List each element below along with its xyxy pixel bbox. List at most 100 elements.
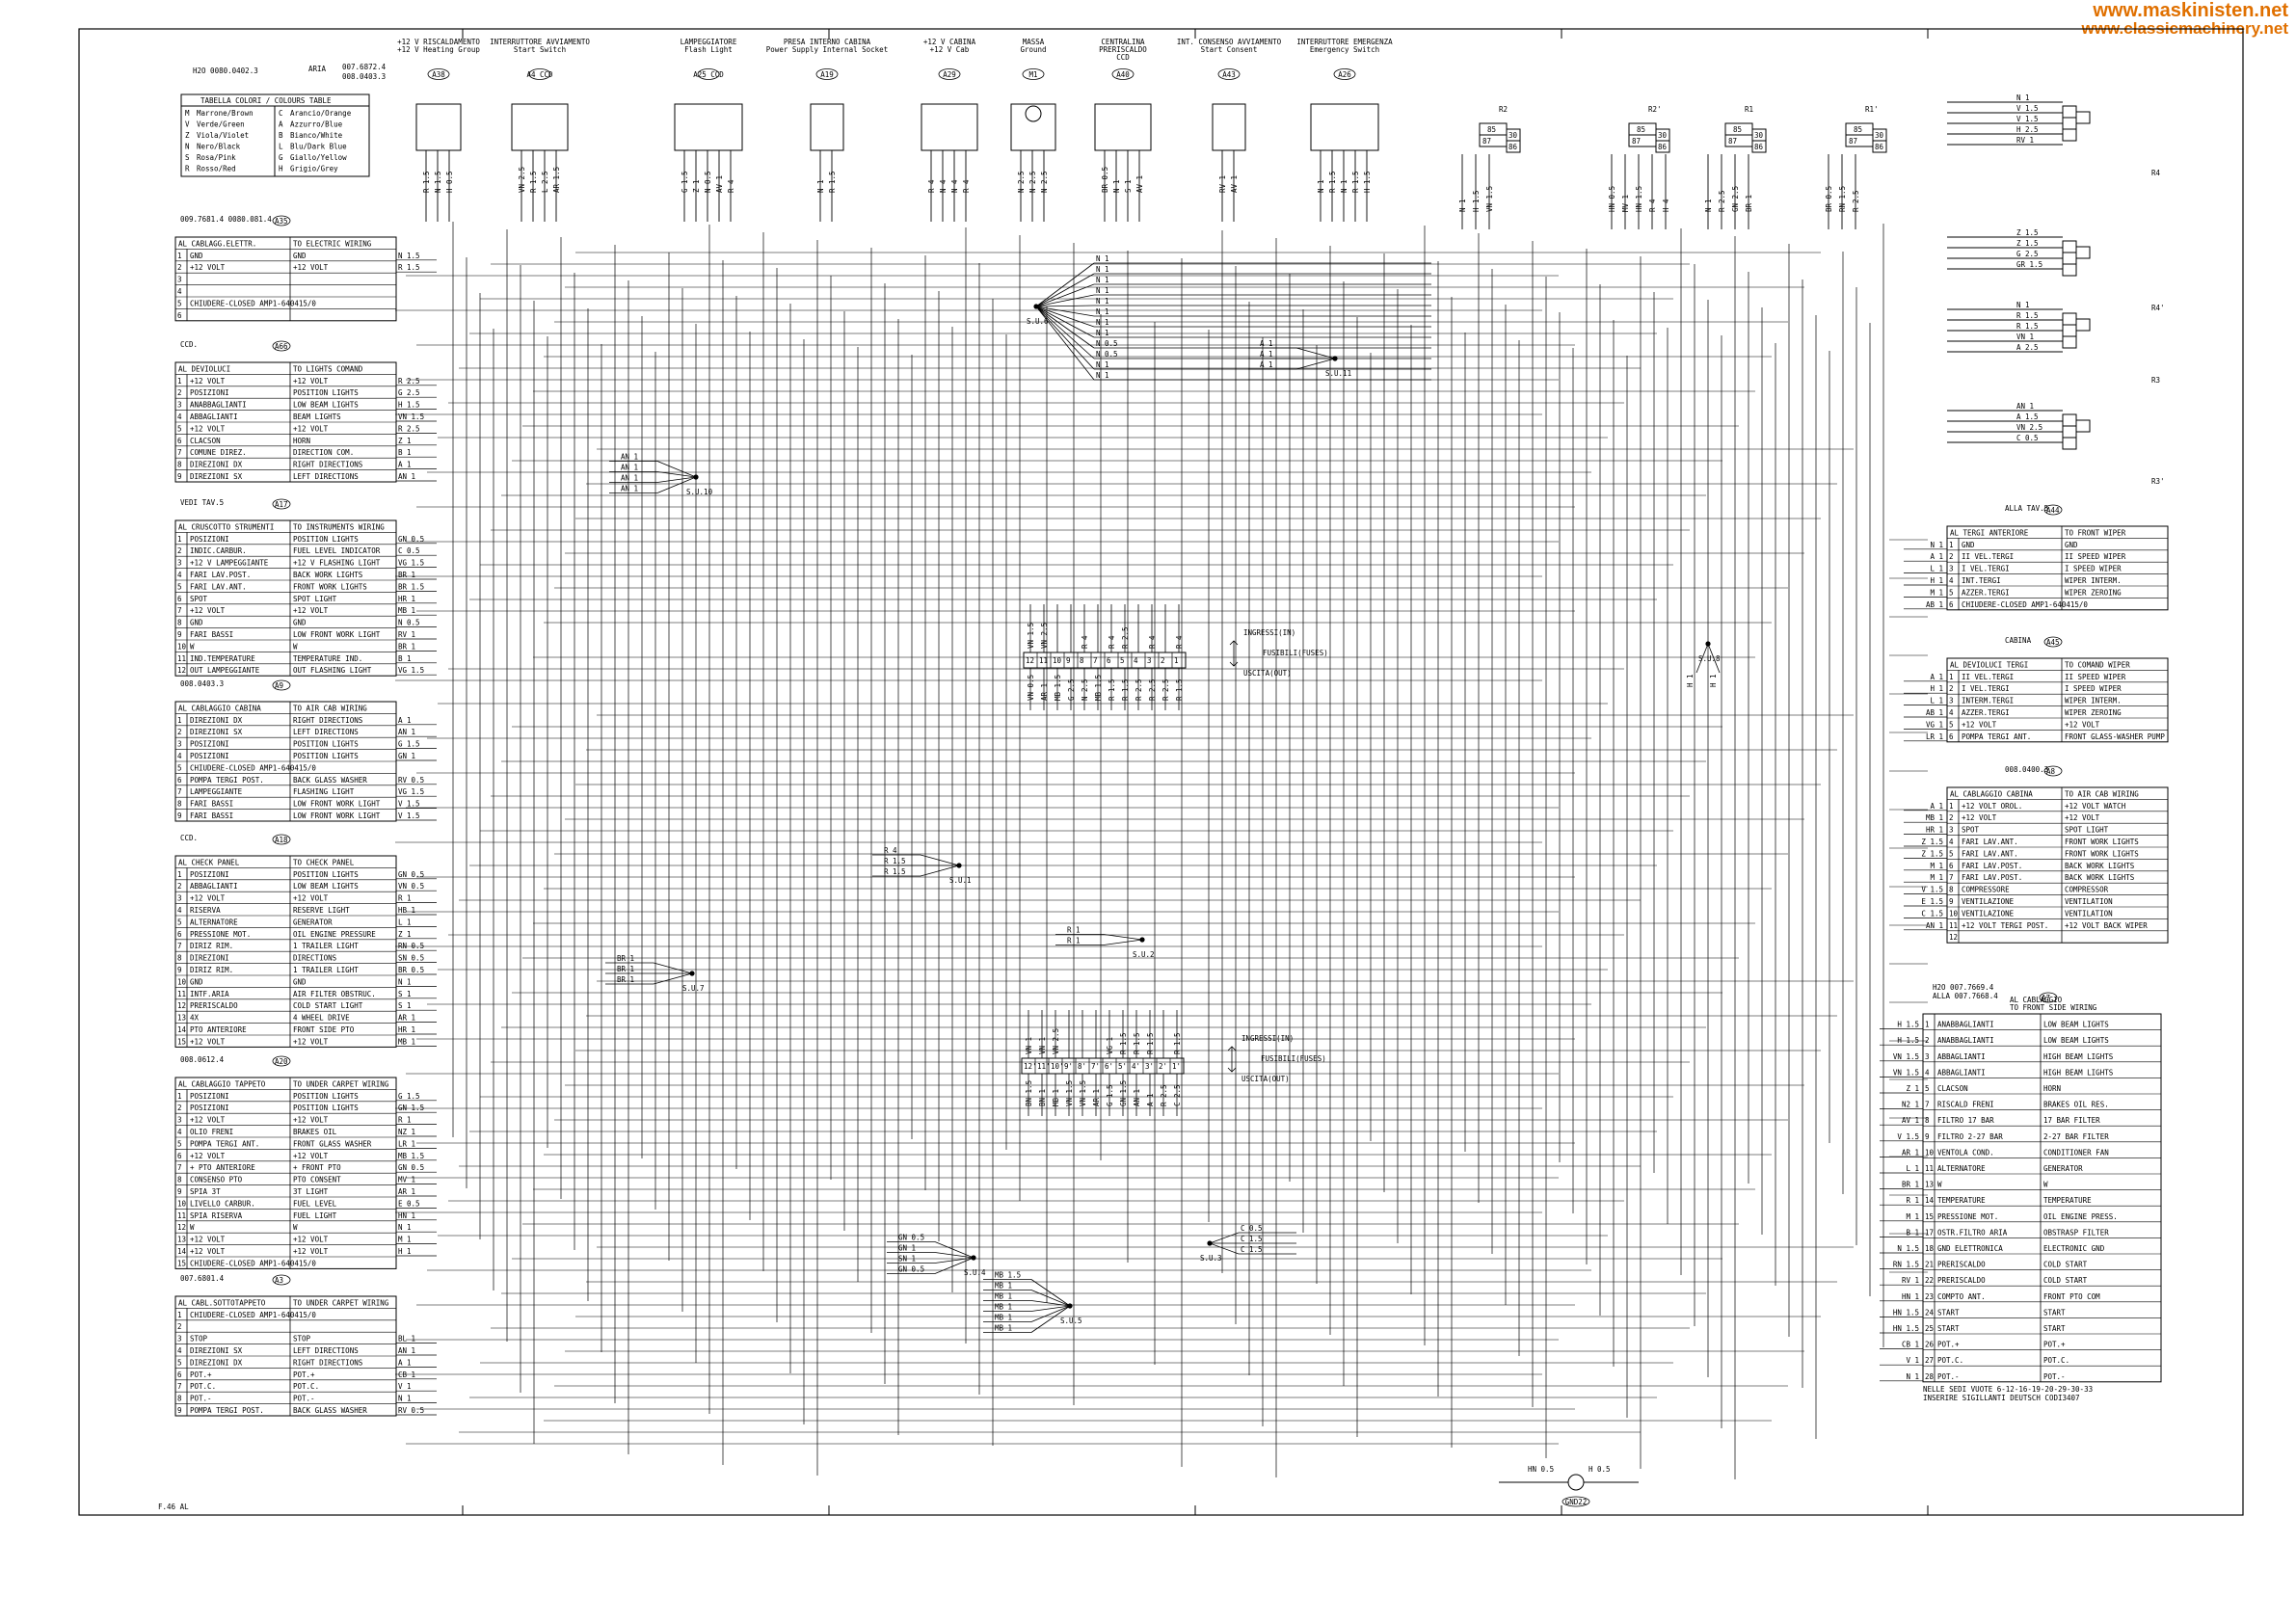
- splice-wire: [1035, 306, 1095, 359]
- pin-number: 25: [1925, 1324, 1934, 1333]
- relay-pin-num: 30: [1754, 131, 1764, 140]
- splice-wire-label: N 1: [1096, 329, 1109, 337]
- pin-wire-label: H 1.5: [1363, 171, 1372, 193]
- pin-number: 8: [1925, 1116, 1930, 1125]
- splice-wire-label: N 1: [1096, 265, 1109, 274]
- bottom-ref: GND22: [1565, 1498, 1588, 1506]
- pin-wire-label: R 2.5: [1852, 190, 1860, 212]
- pin-number: 4: [1925, 1068, 1930, 1077]
- pin-function-it: IND.TEMPERATURE: [190, 654, 255, 663]
- splice-wire: [934, 1241, 974, 1259]
- pin-function-it: AZZER.TERGI: [1962, 588, 2010, 597]
- pin-function-en: DIRECTION COM.: [293, 448, 354, 457]
- wire-label: GN 0.5: [398, 535, 424, 544]
- pin-function-en: GND: [293, 977, 307, 986]
- table-head-it: AL CABL.SOTTOTAPPETO: [178, 1298, 266, 1307]
- fuse-number: 12': [1024, 1062, 1037, 1071]
- wire-label: B 1: [398, 448, 412, 457]
- pin-function-it: +12 VOLT: [190, 606, 226, 615]
- table-ref-oval: [272, 215, 291, 226]
- pin-function-en: W: [293, 642, 298, 651]
- wire-label: RV 1: [1902, 1276, 1919, 1285]
- table-head-en: TO COMAND WIPER: [2065, 660, 2130, 669]
- table-ref-oval: [272, 340, 291, 352]
- pin-number: 2: [177, 546, 182, 555]
- pin-function-it: POSIZIONI: [190, 870, 229, 879]
- pin-function-it: FARI LAV.POST.: [1962, 862, 2022, 870]
- pin-number: 10: [177, 1199, 187, 1208]
- pin-function-en: CONDITIONER FAN: [2043, 1148, 2109, 1157]
- pin-wire-label: N 1: [1317, 179, 1325, 193]
- table-subtitle: TO FRONT SIDE WIRING: [2010, 1003, 2097, 1012]
- pin-wire-label: N 1.5: [434, 171, 442, 193]
- component-ref: A38: [432, 70, 445, 79]
- pin-function-en: RIGHT DIRECTIONS: [293, 461, 363, 469]
- pin-function-en: +12 VOLT WATCH: [2065, 802, 2126, 811]
- wire-label: LR 1: [1926, 732, 1943, 741]
- fuse-number: 2': [1159, 1062, 1167, 1071]
- pin-number: 7: [177, 942, 182, 950]
- pin-function-it: 4X: [190, 1014, 200, 1023]
- pin-function-it: POMPA TERGI ANT.: [190, 1139, 259, 1148]
- ref-oval: [1562, 1496, 1590, 1507]
- pin-wire-label: RN 1.5: [1838, 186, 1847, 212]
- pin-number: 5: [1949, 588, 1954, 597]
- pin-number: 7: [177, 1163, 182, 1172]
- pin-number: 10: [1925, 1148, 1935, 1157]
- pin-function-it: FARI LAV.POST.: [1962, 873, 2022, 882]
- wire-label: AB 1: [1926, 708, 1943, 717]
- component-ref-oval: [528, 68, 551, 80]
- pin-number: 3: [177, 740, 182, 749]
- pin-function-en: FRONT PTO COM: [2043, 1292, 2100, 1301]
- pin-wire-label: V 1.5: [2016, 104, 2039, 113]
- splice-wire-label: GN 1: [898, 1244, 916, 1253]
- table-box: [1946, 525, 2169, 611]
- pin-number: 1: [177, 1311, 182, 1319]
- pin-function-en: BRAKES OIL RES.: [2043, 1101, 2109, 1109]
- pin-number: 4: [177, 1128, 182, 1136]
- pin-function-en: LOW FRONT WORK LIGHT: [293, 800, 381, 809]
- component-ref-oval: [427, 68, 450, 80]
- wire-label: GN 1: [398, 752, 415, 760]
- pin-number: 5: [177, 1358, 182, 1367]
- colour-name: Rosso/Red: [197, 165, 236, 173]
- fuse-number: 3': [1145, 1062, 1154, 1071]
- splice-wire-label: H 1: [1709, 674, 1718, 687]
- component-ref: A43: [1222, 70, 1236, 79]
- pin-function-it: RISERVA: [190, 906, 221, 915]
- splice-wire-label: N 1: [1096, 360, 1109, 369]
- fuse-number: 5: [1120, 656, 1125, 665]
- wire-label: HN 1: [1902, 1292, 1919, 1301]
- pin-wire-label: R 4: [927, 179, 936, 193]
- splice-wire: [934, 1257, 974, 1274]
- pin-number: 8: [177, 800, 182, 809]
- fuse-out-wire: R 1.5: [1121, 678, 1130, 701]
- splice: S.U.3C 0.5C 1.5C 1.5: [1200, 1224, 1296, 1263]
- splice-wire-label: N 1: [1096, 371, 1109, 380]
- pin-number: 2: [177, 1322, 182, 1331]
- fuse-out-wire: VN 1.5: [1065, 1080, 1074, 1106]
- pin-function-it: RISCALD FRENI: [1937, 1101, 1994, 1109]
- pin-function-en: COLD START: [2043, 1261, 2088, 1269]
- sheet-label: F.46 AL: [158, 1503, 189, 1511]
- splice-wire-label: BR 1: [617, 975, 634, 984]
- pin-number: 12: [177, 1001, 186, 1010]
- fuse-in-wire: R 4: [1175, 635, 1184, 649]
- wire-label: N 1: [398, 1223, 412, 1232]
- fuse-number: 9: [1066, 656, 1071, 665]
- pin-number: 13: [177, 1014, 186, 1023]
- table-head-it: AL TERGI ANTERIORE: [1950, 528, 2029, 537]
- wire-label: H 1.5: [1897, 1021, 1919, 1029]
- relay-pin-87: [2062, 252, 2077, 265]
- pin-function-en: POSITION LIGHTS: [293, 388, 359, 397]
- fuse-number: 5': [1118, 1062, 1127, 1071]
- pin-function-en: OUT FLASHING LIGHT: [293, 666, 372, 675]
- pin-number: 4: [177, 287, 182, 296]
- fuse-out-wire: R 2.5: [1135, 678, 1143, 701]
- colour-code: S: [185, 153, 190, 162]
- splice-name: S.U.1: [949, 876, 972, 885]
